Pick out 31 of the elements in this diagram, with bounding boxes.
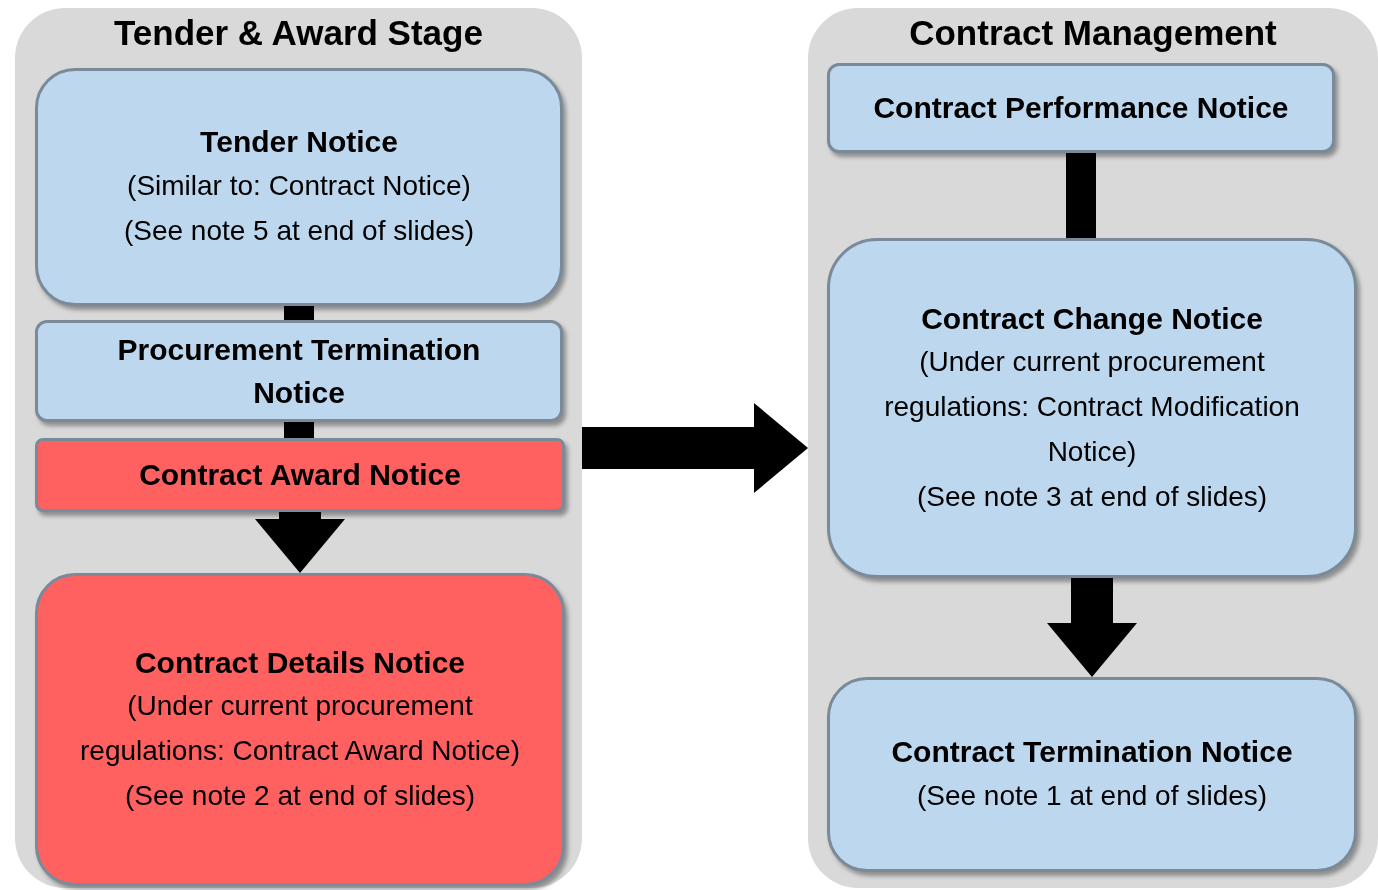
notice-note: (See note 5 at end of slides): [123, 213, 475, 248]
notice-title: Tender Notice: [200, 124, 398, 161]
notice-title: Contract Termination Notice: [891, 734, 1293, 771]
notice-note: (See note 3 at end of slides): [916, 479, 1268, 514]
notice-box: [35, 573, 565, 886]
connector-bar: [1066, 153, 1096, 238]
notice-note: (See note 2 at end of slides): [124, 778, 476, 813]
notice-title: Contract Award Notice: [139, 457, 461, 494]
notice-box: [35, 320, 563, 422]
notice-title: Procurement Termination Notice: [116, 331, 482, 411]
stage-panel: [808, 8, 1378, 888]
stage-panel: [15, 8, 582, 888]
notice-note: (Similar to: Contract Notice): [127, 168, 471, 203]
notice-box: [827, 63, 1335, 153]
block-arrow: [582, 403, 808, 493]
connector-bar: [284, 422, 314, 438]
panel-heading: Tender & Award Stage: [113, 12, 484, 54]
notice-title: Contract Change Notice: [921, 300, 1263, 337]
block-arrow: [255, 512, 345, 573]
notice-title: Contract Details Notice: [134, 644, 466, 681]
panel-heading: Contract Management: [908, 12, 1278, 54]
connector-bar: [284, 306, 314, 320]
block-arrow: [1047, 578, 1137, 677]
notice-title: Contract Performance Notice: [873, 90, 1289, 127]
notice-box: [35, 68, 563, 306]
notice-box: [35, 438, 565, 512]
notice-note: (Under current procurement regulations: Contract Award Notice): [79, 689, 521, 768]
notice-box: [827, 677, 1357, 872]
notice-box: [827, 238, 1357, 578]
notice-note: (See note 1 at end of slides): [916, 778, 1268, 813]
notice-note: (Under current procurement regulations: Contract Modification Notice): [883, 345, 1301, 469]
